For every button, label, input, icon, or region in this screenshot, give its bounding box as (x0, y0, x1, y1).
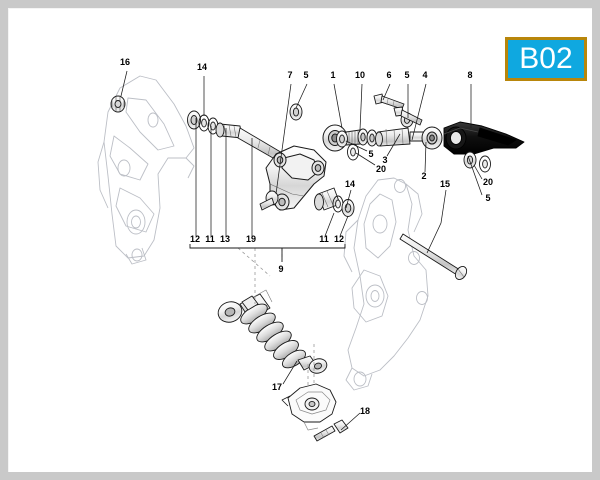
callout-11a: 11 (205, 234, 215, 244)
part-rocker-arm-8 (443, 121, 525, 155)
callout-5d: 5 (485, 193, 490, 203)
section-badge-label: B02 (519, 42, 573, 75)
callout-bracket-9 (189, 244, 346, 262)
section-badge: B02 (505, 37, 587, 81)
callout-2: 2 (421, 171, 426, 181)
callout-5c: 5 (368, 149, 373, 159)
part-rod-eye-4 (421, 126, 443, 150)
callout-14b: 14 (345, 179, 355, 189)
part-bushing-set-lower (314, 187, 355, 217)
callout-9: 9 (278, 264, 283, 274)
callout-labels: 16 14 7 5 1 10 6 5 4 8 5 3 20 2 20 5 15 … (120, 57, 493, 416)
callout-12b: 12 (334, 234, 344, 244)
callout-17: 17 (272, 382, 282, 392)
callout-13: 13 (220, 234, 230, 244)
part-bushing-set-left (187, 110, 219, 135)
part-washer-5d (336, 130, 348, 148)
callout-10: 10 (355, 70, 365, 80)
part-adjuster-tube-3 (375, 127, 425, 147)
part-washer-5c (479, 155, 491, 173)
callout-1: 1 (330, 70, 335, 80)
part-bolt-18 (313, 419, 349, 442)
callout-3: 3 (382, 155, 387, 165)
parts-diagram: 16 14 7 5 1 10 6 5 4 8 5 3 20 2 20 5 15 … (97, 57, 525, 442)
diagram-canvas: 16 14 7 5 1 10 6 5 4 8 5 3 20 2 20 5 15 … (8, 8, 592, 472)
callout-18: 18 (360, 406, 370, 416)
callout-6a: 6 (386, 70, 391, 80)
callout-4: 4 (422, 70, 427, 80)
part-washer-5a (289, 103, 303, 121)
callout-15: 15 (440, 179, 450, 189)
callout-19: 19 (246, 234, 256, 244)
callout-12a: 12 (190, 234, 200, 244)
part-nut-10 (357, 128, 378, 147)
callout-5a: 5 (303, 70, 308, 80)
part-bolt-6 (373, 93, 405, 110)
part-washer-20a (463, 151, 477, 169)
part-bolt-16 (110, 95, 126, 113)
part-bolt-7 (259, 190, 279, 211)
callout-5b: 5 (404, 70, 409, 80)
callout-11b: 11 (319, 234, 329, 244)
leader-lines (120, 70, 483, 431)
part-lower-bracket (281, 383, 337, 431)
callout-8: 8 (467, 70, 472, 80)
part-long-bolt-15 (399, 233, 468, 280)
ghost-bracket-left (97, 75, 195, 265)
callout-20a: 20 (376, 164, 386, 174)
callout-16: 16 (120, 57, 130, 67)
part-shock-absorber-17 (217, 289, 328, 374)
ghost-bracket-right (343, 177, 429, 391)
callout-20b: 20 (483, 177, 493, 187)
callout-7: 7 (287, 70, 292, 80)
callout-14a: 14 (197, 62, 207, 72)
